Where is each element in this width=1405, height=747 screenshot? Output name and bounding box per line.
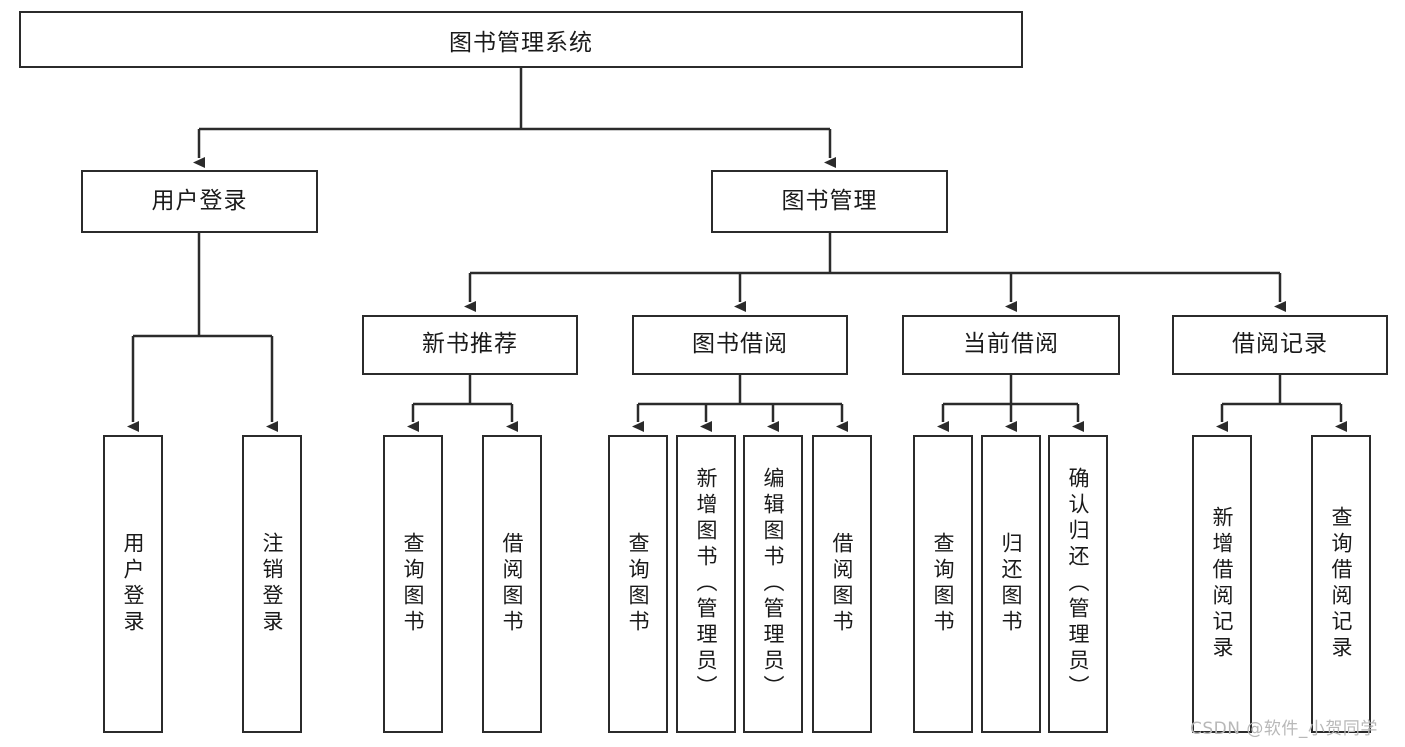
leaf-return-book[interactable]: 归还图书 [981, 435, 1041, 733]
node-label: 图书借阅 [692, 331, 788, 358]
node-current-borrow[interactable]: 当前借阅 [902, 315, 1120, 375]
node-label: 图书管理系统 [449, 29, 593, 56]
node-label: 注销登录 [260, 532, 285, 636]
node-label: 图书管理 [781, 187, 878, 214]
node-label: 用户登录 [151, 187, 248, 214]
leaf-add-borrow-record[interactable]: 新增借阅记录 [1192, 435, 1252, 733]
node-label: 新书推荐 [422, 331, 518, 358]
leaf-user-login[interactable]: 用户登录 [103, 435, 163, 733]
node-label: 查询借阅记录 [1329, 506, 1354, 662]
node-label: 借阅图书 [500, 532, 525, 636]
node-label: 用户登录 [121, 532, 146, 636]
node-label: 借阅记录 [1232, 331, 1328, 358]
leaf-add-book-admin[interactable]: 新增图书（管理员） [676, 435, 736, 733]
node-label: 当前借阅 [963, 331, 1059, 358]
leaf-borrow-book-recommend[interactable]: 借阅图书 [482, 435, 542, 733]
node-label: 查询图书 [401, 532, 426, 636]
leaf-edit-book-admin[interactable]: 编辑图书（管理员） [743, 435, 803, 733]
leaf-query-book-recommend[interactable]: 查询图书 [383, 435, 443, 733]
node-book-borrow[interactable]: 图书借阅 [632, 315, 848, 375]
node-label: 确认归还（管理员） [1066, 467, 1091, 701]
leaf-query-borrow-record[interactable]: 查询借阅记录 [1311, 435, 1371, 733]
node-book-management[interactable]: 图书管理 [711, 170, 948, 233]
node-label: 编辑图书（管理员） [761, 467, 786, 701]
leaf-query-book-current[interactable]: 查询图书 [913, 435, 973, 733]
node-label: 借阅图书 [830, 532, 855, 636]
leaf-logout-login[interactable]: 注销登录 [242, 435, 302, 733]
node-borrow-record[interactable]: 借阅记录 [1172, 315, 1388, 375]
node-book-management-system[interactable]: 图书管理系统 [19, 11, 1023, 68]
node-label: 查询图书 [931, 532, 956, 636]
node-label: 新增图书（管理员） [694, 467, 719, 701]
node-user-login[interactable]: 用户登录 [81, 170, 318, 233]
leaf-query-book-borrow[interactable]: 查询图书 [608, 435, 668, 733]
leaf-borrow-book[interactable]: 借阅图书 [812, 435, 872, 733]
csdn-watermark: CSDN @软件_小贺同学 [1190, 719, 1378, 739]
node-label: 查询图书 [626, 532, 651, 636]
leaf-confirm-return-admin[interactable]: 确认归还（管理员） [1048, 435, 1108, 733]
node-label: 归还图书 [999, 532, 1024, 636]
node-new-book-recommend[interactable]: 新书推荐 [362, 315, 578, 375]
node-label: 新增借阅记录 [1210, 506, 1235, 662]
